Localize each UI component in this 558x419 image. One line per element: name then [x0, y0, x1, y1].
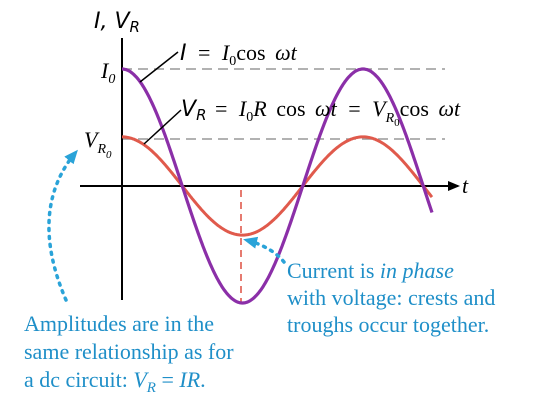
voltage-curve: [122, 135, 434, 237]
voltage-amplitude-label: VR0: [84, 127, 112, 161]
current-equation-leader: [139, 51, 179, 83]
x-axis-label: t: [462, 173, 469, 198]
amplitudes-caption: Amplitudes are in the same relationship …: [24, 311, 239, 396]
amplitudes-callout-arrow: [47, 149, 78, 302]
voltage-equation: VR = I0R cos ωt = VR0cos ωt: [181, 96, 461, 129]
current-curve: [122, 67, 434, 305]
voltage-equation-leader: [143, 109, 182, 145]
y-axis-label: I, VR: [94, 9, 140, 36]
current-equation: I = I0cos ωt: [180, 40, 298, 69]
current-amplitude-label: I0: [100, 58, 115, 87]
in-phase-caption: Current is in phase with voltage: crests…: [287, 258, 501, 337]
in-phase-callout-arrow: [243, 236, 286, 264]
